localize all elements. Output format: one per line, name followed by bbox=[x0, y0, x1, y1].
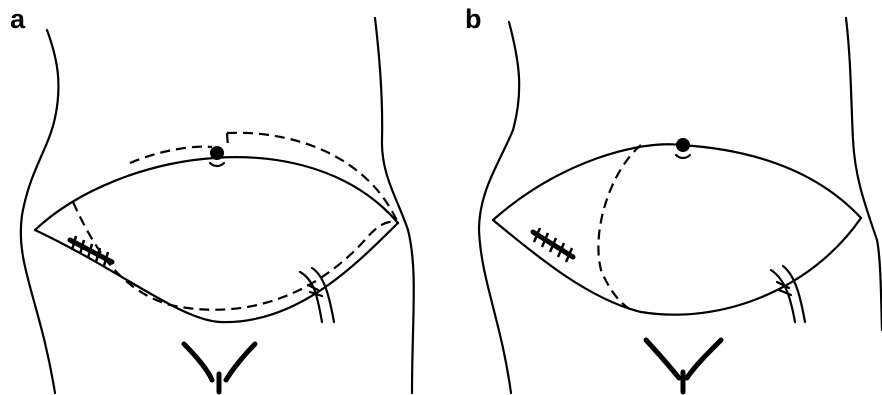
umbilicus-icon bbox=[210, 146, 224, 160]
flap-dashed-curve bbox=[598, 145, 641, 311]
excision-lower-margin bbox=[35, 223, 398, 322]
pubic-y-left bbox=[184, 344, 212, 380]
vessel-break-2 bbox=[779, 290, 791, 295]
excision-upper-margin bbox=[35, 157, 398, 230]
flap-dashed-connector bbox=[227, 133, 228, 147]
flap-dashed-upper bbox=[130, 147, 212, 163]
panel-b: b bbox=[441, 0, 882, 395]
flap-dashed-outline bbox=[73, 202, 398, 310]
torso-left-contour bbox=[479, 22, 519, 393]
umbilicus-fold bbox=[210, 163, 224, 166]
panel-a: a bbox=[0, 0, 441, 395]
torso-right-contour bbox=[846, 18, 882, 330]
abdomen-diagram-b bbox=[441, 0, 882, 395]
pubic-y-left bbox=[646, 340, 679, 378]
pubic-y-right bbox=[226, 344, 255, 380]
abdomen-diagram-a bbox=[0, 0, 441, 395]
umbilicus-icon bbox=[676, 138, 690, 152]
pubic-y-right bbox=[687, 340, 721, 378]
umbilicus-fold bbox=[676, 155, 690, 158]
flap-dashed-right bbox=[227, 133, 398, 223]
torso-left-contour bbox=[21, 30, 59, 393]
excision-lower-margin bbox=[493, 218, 861, 315]
